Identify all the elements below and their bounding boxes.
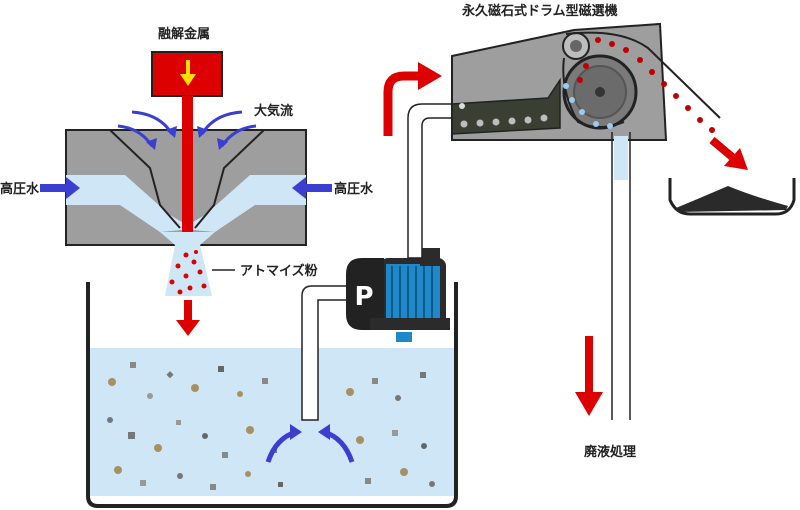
molten-metal-arrow-icon <box>180 60 196 86</box>
waste-treatment-label: 廃液処理 <box>583 444 636 460</box>
water-channel-left <box>66 175 182 232</box>
tank-wall <box>86 282 458 508</box>
high-pressure-water-right-label: 高圧水 <box>334 181 374 197</box>
atomized-spray <box>165 245 212 296</box>
drain-channel <box>611 132 631 420</box>
molten-metal-label: 融解金属 <box>158 26 210 42</box>
tank-water <box>88 348 455 496</box>
water-arrow-right-icon <box>304 184 332 192</box>
water-channel-right <box>193 175 306 232</box>
conveyor-rollers <box>459 103 548 128</box>
separator-label: 永久磁石式ドラム型磁選機 <box>461 3 618 19</box>
air-flow-label: 大気流 <box>254 103 293 119</box>
waste-arrow-icon <box>585 336 593 396</box>
suction-pipe <box>301 285 357 421</box>
captured-particles <box>577 37 715 133</box>
collected-powder <box>676 186 788 212</box>
tank-particles <box>107 362 435 490</box>
water-arrow-left-icon <box>40 184 68 192</box>
flow-up-arrow-icon <box>383 71 420 136</box>
atomized-powder-label: アトマイズ粉 <box>240 263 318 279</box>
collection-bin <box>668 178 796 216</box>
down-arrow-tank-icon <box>184 300 192 322</box>
nozzle-cone-right <box>194 129 265 229</box>
nozzle-cone-left <box>109 129 181 229</box>
pump-label: P <box>354 282 373 312</box>
pump <box>346 248 450 342</box>
high-pressure-water-left-label: 高圧水 <box>0 181 40 197</box>
product-arrow-icon <box>709 136 738 163</box>
atomized-droplets <box>169 250 207 295</box>
spray-exit <box>160 232 215 245</box>
